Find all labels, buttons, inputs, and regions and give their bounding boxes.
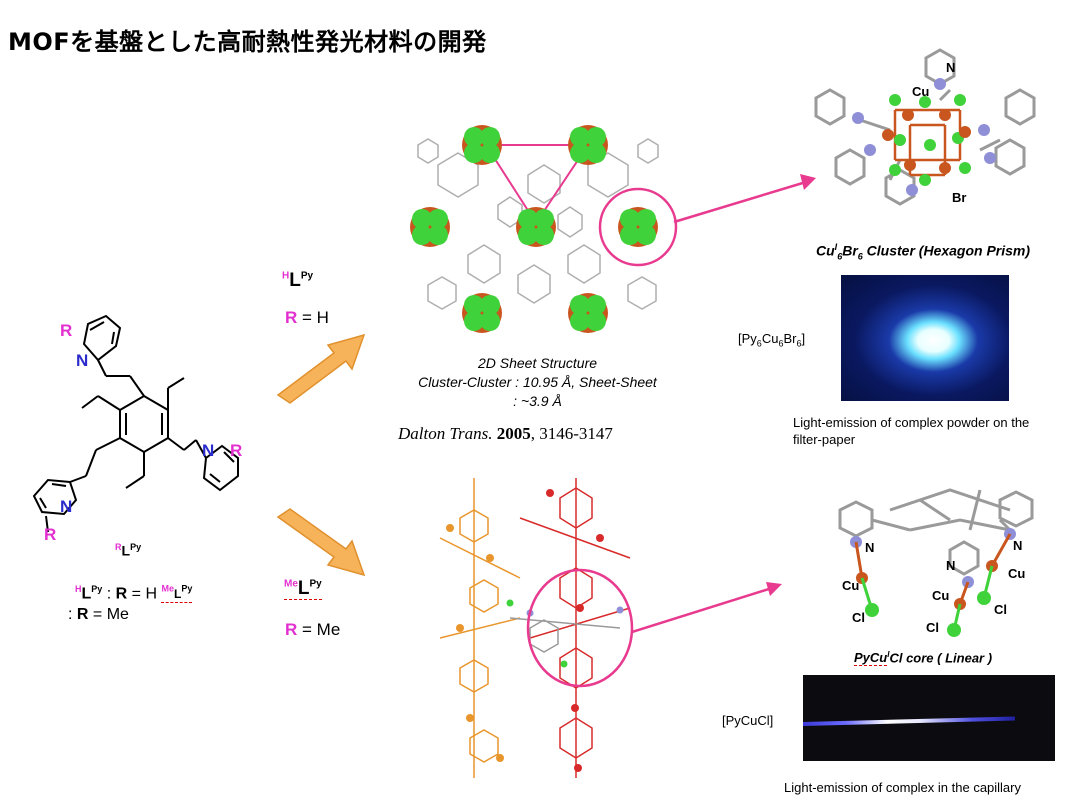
photo-label-pycucl: [PyCuCl] <box>722 713 774 728</box>
label-n1: N <box>865 540 874 555</box>
label-cl1: Cl <box>852 610 865 625</box>
arrow-down-right-icon <box>276 508 366 577</box>
atom-r-left: R <box>44 525 56 544</box>
label-cu1: Cu <box>842 578 859 593</box>
sheet-structure-image <box>410 125 678 333</box>
powder-emission-photo <box>841 275 1009 401</box>
atom-n-right: N <box>202 441 214 460</box>
r-equals-h: R = H <box>285 308 329 327</box>
photo-label-py6cu6br6: [Py6Cu6Br6] <box>738 331 806 349</box>
label-cl2: Cl <box>994 602 1007 617</box>
label-cu: Cu <box>912 84 929 99</box>
pointer-arrow-top-icon <box>673 174 816 224</box>
label-n2: N <box>1013 538 1022 553</box>
atom-n-left: N <box>60 497 72 516</box>
r-equals-me: R = Me <box>285 620 341 639</box>
label-cl3: Cl <box>926 620 939 635</box>
label-cu3: Cu <box>932 588 949 603</box>
h-ligand-label: HLPy <box>282 270 314 291</box>
capillary-emission-note: Light-emission of complex in the capilla… <box>784 780 1021 795</box>
arrow-up-right-icon <box>276 333 366 404</box>
ligand-structure: R N N R N R <box>32 314 242 544</box>
hexagon-prism-cluster-image: Cu N Br <box>814 48 1036 206</box>
cluster-balls <box>410 125 658 333</box>
powder-emission-note: Light-emission of complex powder on the … <box>793 415 1030 447</box>
sheet-caption: 2D Sheet Structure Cluster-Cluster : 10.… <box>418 355 657 409</box>
capillary-emission-photo <box>803 675 1055 761</box>
label-cu2: Cu <box>1008 566 1025 581</box>
atom-r-right: R <box>230 441 242 460</box>
ligand-legend-line1: HLPy : R = H MeLPy <box>75 584 193 604</box>
highlight-circle <box>598 187 678 267</box>
highlight-ellipse <box>526 568 634 688</box>
ligand-legend-line2: : R = Me <box>68 606 129 623</box>
page-title: MOFを基盤とした高耐熱性発光材料の開発 <box>8 28 487 56</box>
linear-core-caption: PyCuICl core ( Linear ) <box>854 650 993 667</box>
label-br: Br <box>952 190 966 205</box>
pointer-arrow-bottom-icon <box>631 582 782 634</box>
reference-citation: Dalton Trans. 2005, 3146-3147 <box>398 424 613 443</box>
linear-core-image: N Cu Cl N Cu Cl N Cu Cl <box>838 488 1034 637</box>
hexagon-prism-caption: CuI6Br6 Cluster (Hexagon Prism) <box>816 242 1031 262</box>
generic-ligand-label: RLPy <box>115 542 142 559</box>
chain-structure-image <box>439 478 634 778</box>
atom-n-top: N <box>76 351 88 370</box>
label-n: N <box>946 60 955 75</box>
label-n3: N <box>946 558 955 573</box>
atom-r-top: R <box>60 321 72 340</box>
me-ligand-label: MeLPy <box>284 578 322 600</box>
